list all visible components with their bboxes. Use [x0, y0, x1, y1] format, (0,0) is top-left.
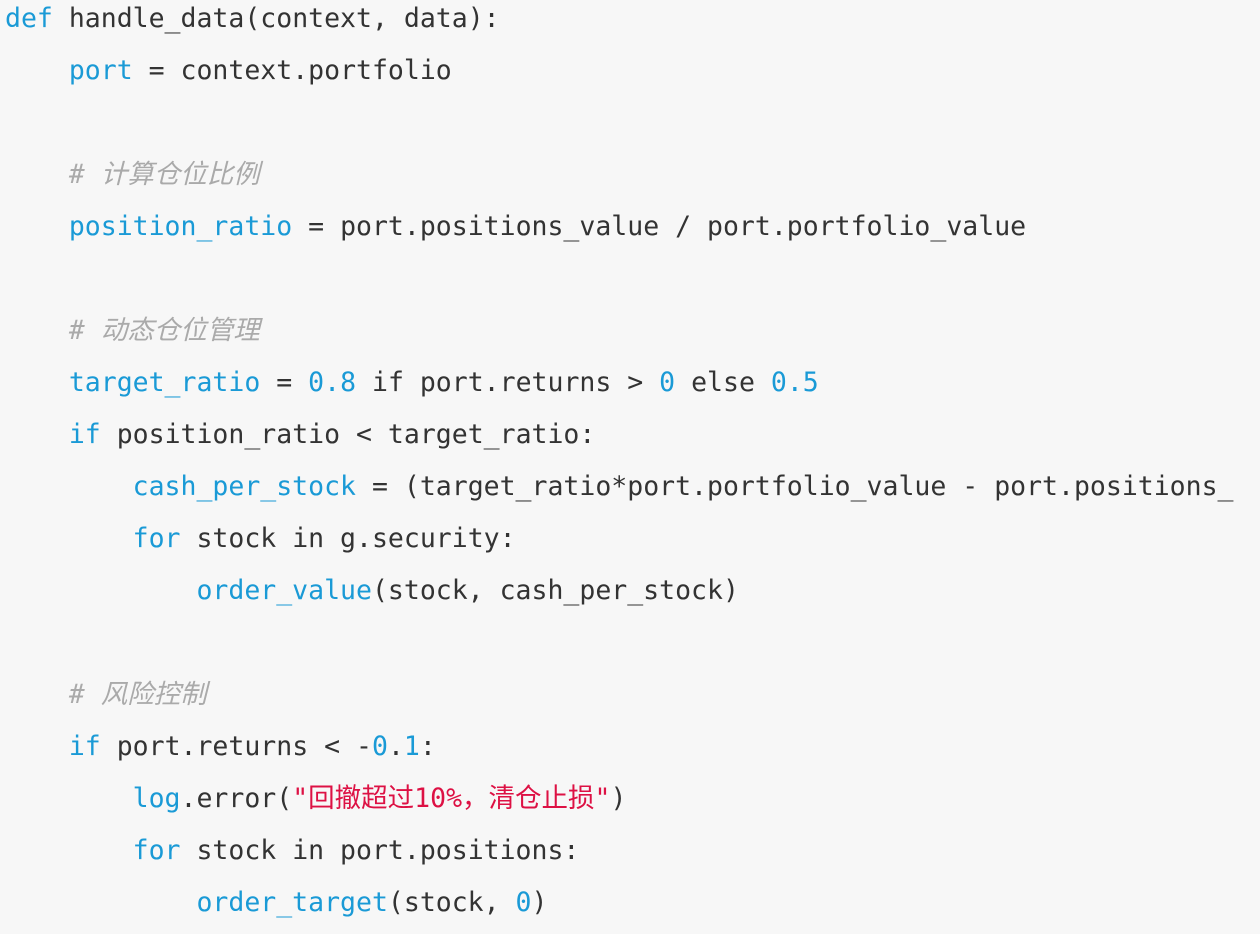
indent	[5, 835, 133, 866]
blank-line	[5, 253, 1234, 305]
code-keyword: if	[68, 419, 101, 450]
code-text: handle_data(context, data):	[52, 3, 500, 34]
code-string: "回撤超过10%，清仓止损"	[292, 783, 611, 814]
indent	[5, 367, 69, 398]
indent	[5, 523, 133, 554]
code-keyword: 0.8	[308, 367, 357, 398]
indent	[5, 159, 69, 190]
code-keyword: 1	[403, 731, 420, 762]
code-line: position_ratio = port.positions_value / …	[5, 201, 1234, 253]
code-text: position_ratio < target_ratio:	[100, 419, 596, 450]
code-text: else	[675, 367, 771, 398]
code-keyword: def	[5, 3, 53, 34]
code-text: = context.portfolio	[132, 55, 452, 86]
code-comment: # 动态仓位管理	[68, 315, 260, 346]
code-keyword: order_target	[196, 887, 388, 918]
code-keyword: 0.5	[770, 367, 819, 398]
indent	[5, 679, 69, 710]
indent	[5, 419, 69, 450]
code-text: (stock,	[387, 887, 516, 918]
code-keyword: for	[132, 523, 181, 554]
code-keyword: log	[132, 783, 181, 814]
code-keyword: position_ratio	[68, 211, 293, 242]
indent	[5, 575, 196, 606]
code-block: def handle_data(context, data): port = c…	[5, 0, 1234, 929]
code-comment: # 计算仓位比例	[68, 159, 260, 190]
code-text: )	[610, 783, 627, 814]
code-keyword: for	[132, 835, 181, 866]
code-line: port = context.portfolio	[5, 45, 1234, 97]
code-keyword: if	[68, 731, 101, 762]
indent	[5, 887, 196, 918]
code-text: .	[387, 731, 404, 762]
code-keyword: cash_per_stock	[132, 471, 357, 502]
code-text: (stock, cash_per_stock)	[371, 575, 739, 606]
indent	[5, 55, 69, 86]
code-keyword: 0	[515, 887, 532, 918]
indent	[5, 315, 69, 346]
code-text: stock in port.positions:	[180, 835, 580, 866]
blank-line	[5, 97, 1234, 149]
indent	[5, 731, 69, 762]
code-text: stock in g.security:	[180, 523, 516, 554]
code-text: if port.returns >	[356, 367, 660, 398]
code-line: log.error("回撤超过10%，清仓止损")	[5, 773, 1234, 825]
code-line: for stock in g.security:	[5, 513, 1234, 565]
code-text: .error(	[180, 783, 293, 814]
code-line: if port.returns < -0.1:	[5, 721, 1234, 773]
indent	[5, 783, 133, 814]
code-keyword: order_value	[196, 575, 372, 606]
code-line: # 计算仓位比例	[5, 149, 1234, 201]
code-line: order_target(stock, 0)	[5, 877, 1234, 929]
code-text: )	[531, 887, 548, 918]
code-line: target_ratio = 0.8 if port.returns > 0 e…	[5, 357, 1234, 409]
code-line: for stock in port.positions:	[5, 825, 1234, 877]
code-text: port.returns < -	[100, 731, 372, 762]
indent	[5, 471, 133, 502]
code-line: # 风险控制	[5, 669, 1234, 721]
code-comment: # 风险控制	[68, 679, 207, 710]
code-line: # 动态仓位管理	[5, 305, 1234, 357]
code-line: if position_ratio < target_ratio:	[5, 409, 1234, 461]
code-line: order_value(stock, cash_per_stock)	[5, 565, 1234, 617]
code-text: = (target_ratio*port.portfolio_value - p…	[356, 471, 1234, 502]
code-keyword: target_ratio	[68, 367, 261, 398]
code-keyword: port	[68, 55, 133, 86]
indent	[5, 211, 69, 242]
code-text: :	[419, 731, 436, 762]
code-keyword: 0	[371, 731, 388, 762]
code-keyword: 0	[659, 367, 676, 398]
code-text: =	[260, 367, 309, 398]
code-line: def handle_data(context, data):	[5, 0, 1234, 45]
code-text: = port.positions_value / port.portfolio_…	[292, 211, 1027, 242]
blank-line	[5, 617, 1234, 669]
code-line: cash_per_stock = (target_ratio*port.port…	[5, 461, 1234, 513]
